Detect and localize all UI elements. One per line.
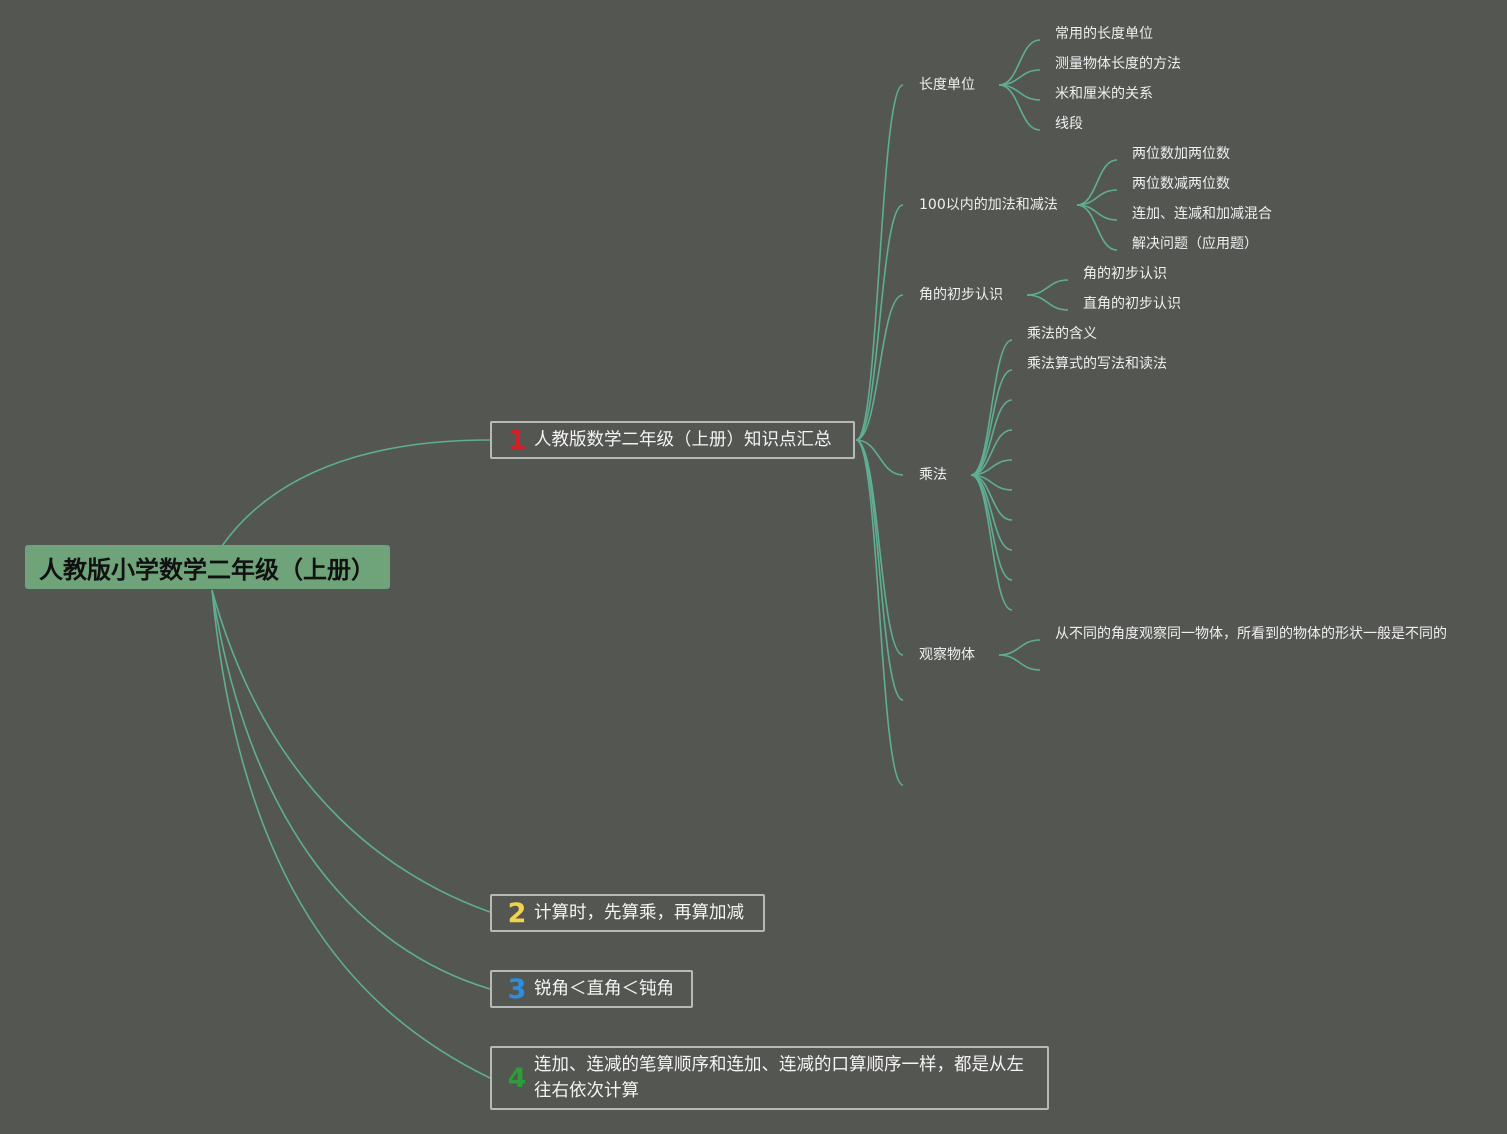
link-branch1-topic-3 — [855, 439, 904, 476]
link-topic-4-child-1 — [998, 654, 1041, 671]
link-branch1-topic-5 — [855, 439, 904, 701]
subtopic-label-2-0[interactable]: 角的初步认识 — [1083, 266, 1167, 282]
link-topic-3-child-3 — [970, 429, 1013, 476]
branch-number-3: 3 — [507, 973, 527, 1005]
subtopic-label-0-1[interactable]: 测量物体长度的方法 — [1055, 56, 1181, 72]
link-topic-3-child-1 — [970, 369, 1013, 476]
topic-label-3[interactable]: 乘法 — [919, 467, 947, 483]
link-root-branch-1 — [221, 439, 491, 547]
topic-label-0[interactable]: 长度单位 — [919, 77, 975, 93]
link-topic-1-child-0 — [1076, 159, 1118, 206]
branch-label-3: 锐角＜直角＜钝角 — [534, 979, 674, 999]
branch-label-4: 连加、连减的笔算顺序和连加、连减的口算顺序一样，都是从左往右依次计算 — [534, 1055, 1024, 1101]
link-topic-1-child-3 — [1076, 204, 1118, 251]
branch-number-1: 1 — [507, 424, 527, 456]
subtopic-label-1-3[interactable]: 解决问题（应用题） — [1132, 236, 1258, 252]
branch-label-1: 人教版数学二年级（上册）知识点汇总 — [534, 430, 832, 450]
link-topic-3-child-9 — [970, 474, 1013, 611]
link-root-branch-3 — [211, 589, 491, 990]
link-root-branch-2 — [211, 589, 491, 913]
link-topic-0-child-3 — [998, 84, 1041, 131]
link-branch1-topic-0 — [855, 84, 904, 441]
branch-node-2[interactable]: 2 计算时，先算乘，再算加减 — [490, 894, 765, 932]
link-branch1-topic-6 — [855, 439, 904, 786]
branch-number-4: 4 — [507, 1062, 527, 1094]
link-topic-2-child-1 — [1026, 294, 1069, 311]
subtopic-label-1-1[interactable]: 两位数减两位数 — [1132, 176, 1230, 192]
branch-number-2: 2 — [507, 897, 527, 929]
topic-label-2[interactable]: 角的初步认识 — [919, 287, 1003, 303]
link-topic-4-child-0 — [998, 639, 1041, 656]
link-topic-0-child-0 — [998, 39, 1041, 86]
link-branch1-topic-2 — [855, 294, 904, 441]
link-topic-2-child-0 — [1026, 279, 1069, 296]
branch-node-4[interactable]: 4 连加、连减的笔算顺序和连加、连减的口算顺序一样，都是从左往右依次计算 — [490, 1046, 1049, 1110]
subtopic-label-1-0[interactable]: 两位数加两位数 — [1132, 146, 1230, 162]
subtopic-label-3-1[interactable]: 乘法算式的写法和读法 — [1027, 356, 1167, 372]
link-topic-3-child-8 — [970, 474, 1013, 581]
topic-label-4[interactable]: 观察物体 — [919, 647, 975, 663]
link-branch1-topic-1 — [855, 204, 904, 441]
branch-node-1[interactable]: 1 人教版数学二年级（上册）知识点汇总 — [490, 421, 855, 459]
link-topic-3-child-0 — [970, 339, 1013, 476]
link-topic-3-child-2 — [970, 399, 1013, 476]
branch-label-2: 计算时，先算乘，再算加减 — [534, 903, 744, 923]
topic-label-1[interactable]: 100以内的加法和减法 — [919, 197, 1058, 213]
subtopic-label-0-3[interactable]: 线段 — [1055, 116, 1083, 132]
subtopic-label-4-0[interactable]: 从不同的角度观察同一物体，所看到的物体的形状一般是不同的 — [1055, 626, 1447, 642]
root-label: 人教版小学数学二年级（上册） — [39, 555, 375, 584]
subtopic-label-0-0[interactable]: 常用的长度单位 — [1055, 26, 1153, 42]
subtopic-label-1-2[interactable]: 连加、连减和加减混合 — [1132, 206, 1272, 222]
link-root-branch-4 — [211, 589, 491, 1079]
subtopic-label-3-0[interactable]: 乘法的含义 — [1027, 326, 1097, 342]
subtopic-label-2-1[interactable]: 直角的初步认识 — [1083, 296, 1181, 312]
subtopic-label-0-2[interactable]: 米和厘米的关系 — [1055, 86, 1153, 102]
branch-node-3[interactable]: 3 锐角＜直角＜钝角 — [490, 970, 693, 1008]
root-node[interactable]: 人教版小学数学二年级（上册） — [25, 545, 390, 589]
